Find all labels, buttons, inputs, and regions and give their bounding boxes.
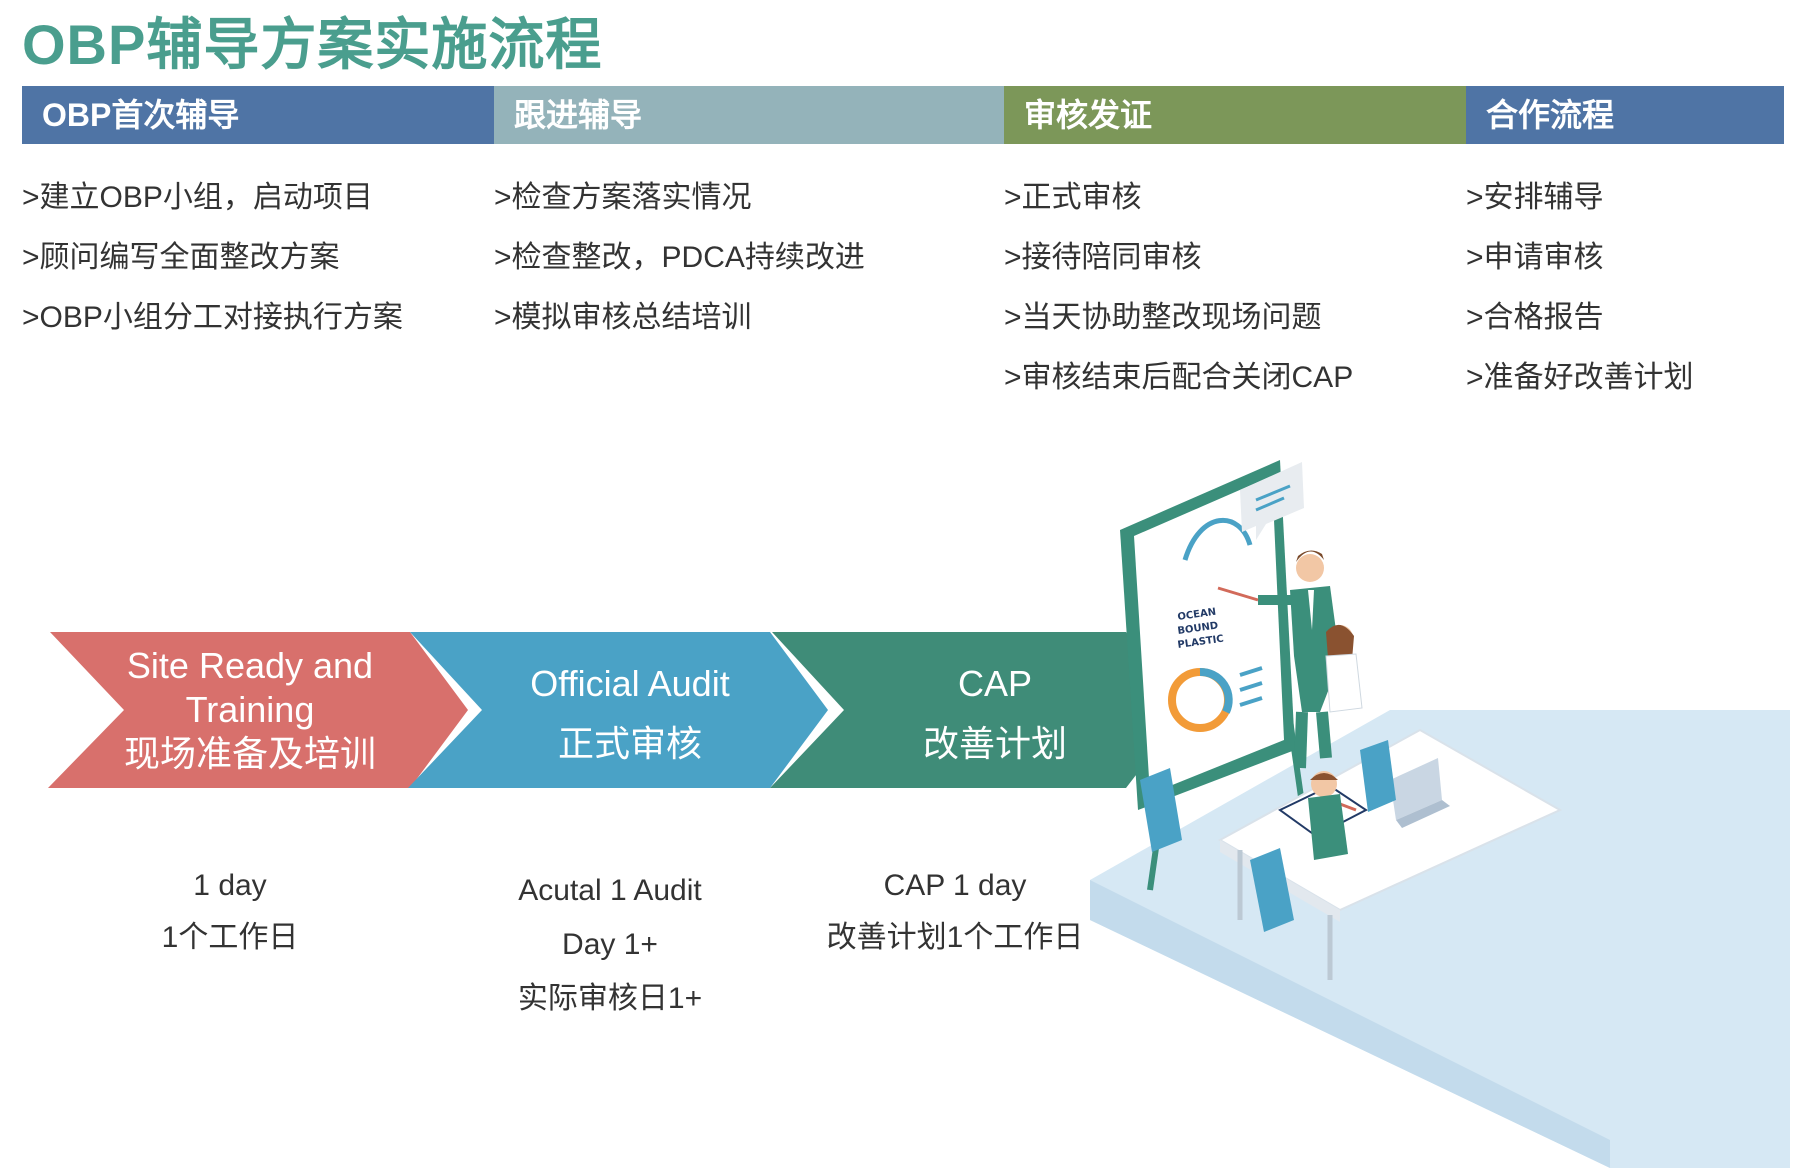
meeting-illustration: OCEAN BOUND PLASTIC xyxy=(1090,460,1790,1168)
list-item: >接待陪同审核 xyxy=(1004,241,1202,274)
list-item: >检查整改，PDCA持续改进 xyxy=(494,241,865,274)
duration-line: 1个工作日 xyxy=(161,921,299,954)
duration-line: Day 1+ xyxy=(562,928,658,961)
speech-bubble-icon xyxy=(1240,462,1304,540)
list-item: >审核结束后配合关闭CAP xyxy=(1004,361,1354,394)
list-item: >模拟审核总结培训 xyxy=(494,301,752,334)
list-item: >当天协助整改现场问题 xyxy=(1004,301,1322,334)
chair-icon xyxy=(1140,740,1396,932)
step-label-official-audit: Official Audit 正式审核 xyxy=(480,654,780,774)
step-label-cap: CAP 改善计划 xyxy=(840,654,1150,774)
step-label-line: CAP xyxy=(957,663,1033,704)
phase-list-cooperation: >安排辅导 >申请审核 >合格报告 >准备好改善计划 xyxy=(1466,168,1694,408)
duration-cap: CAP 1 day 改善计划1个工作日 xyxy=(790,860,1120,964)
list-item: >准备好改善计划 xyxy=(1466,361,1694,394)
phase-header-followup: 跟进辅导 xyxy=(494,86,1004,144)
seated-person-icon xyxy=(1308,624,1363,860)
list-item: >申请审核 xyxy=(1466,241,1604,274)
step-label-line: Official Audit xyxy=(530,663,730,704)
step-label-line: 正式审核 xyxy=(557,723,702,764)
list-item: >正式审核 xyxy=(1004,181,1142,214)
phase-header-audit: 审核发证 xyxy=(1004,86,1466,144)
step-label-line: Site Ready and xyxy=(126,645,374,686)
list-item: >安排辅导 xyxy=(1466,181,1604,214)
duration-line: 实际审核日1+ xyxy=(517,982,703,1015)
step-label-line: Training xyxy=(185,689,315,730)
duration-official-audit: Acutal 1 Audit Day 1+ 实际审核日1+ xyxy=(460,864,760,1026)
phase-list-followup: >检查方案落实情况 >检查整改，PDCA持续改进 >模拟审核总结培训 xyxy=(494,168,865,348)
floor-edge xyxy=(1090,880,1610,1168)
process-flow-arrows xyxy=(48,632,1186,788)
chevron-site-ready xyxy=(48,632,468,788)
list-item: >OBP小组分工对接执行方案 xyxy=(22,301,403,334)
step-label-line: 现场准备及培训 xyxy=(123,733,376,774)
list-item: >建立OBP小组，启动项目 xyxy=(22,181,373,214)
step-label-site-ready: Site Ready and Training 现场准备及培训 xyxy=(80,644,420,776)
phase-header-cooperation: 合作流程 xyxy=(1466,86,1784,144)
duration-line: 1 day xyxy=(193,869,267,902)
phase-list-audit: >正式审核 >接待陪同审核 >当天协助整改现场问题 >审核结束后配合关闭CAP xyxy=(1004,168,1353,408)
phase-list-initial: >建立OBP小组，启动项目 >顾问编写全面整改方案 >OBP小组分工对接执行方案 xyxy=(22,168,403,348)
chevron-cap xyxy=(770,632,1186,788)
phase-header-initial: OBP首次辅导 xyxy=(22,86,494,144)
board-text: OCEAN xyxy=(1177,607,1217,623)
duration-line: 改善计划1个工作日 xyxy=(826,921,1084,954)
step-label-line: 改善计划 xyxy=(922,723,1067,764)
chevron-official-audit xyxy=(408,632,828,788)
laptop-icon xyxy=(1390,758,1450,828)
duration-site-ready: 1 day 1个工作日 xyxy=(80,860,380,964)
page-title: OBP辅导方案实施流程 xyxy=(22,13,603,76)
list-item: >检查方案落实情况 xyxy=(494,181,752,214)
list-item: >合格报告 xyxy=(1466,301,1604,334)
duration-line: Acutal 1 Audit xyxy=(518,874,702,907)
duration-line: CAP 1 day xyxy=(883,869,1027,902)
list-item: >顾问编写全面整改方案 xyxy=(22,241,340,274)
